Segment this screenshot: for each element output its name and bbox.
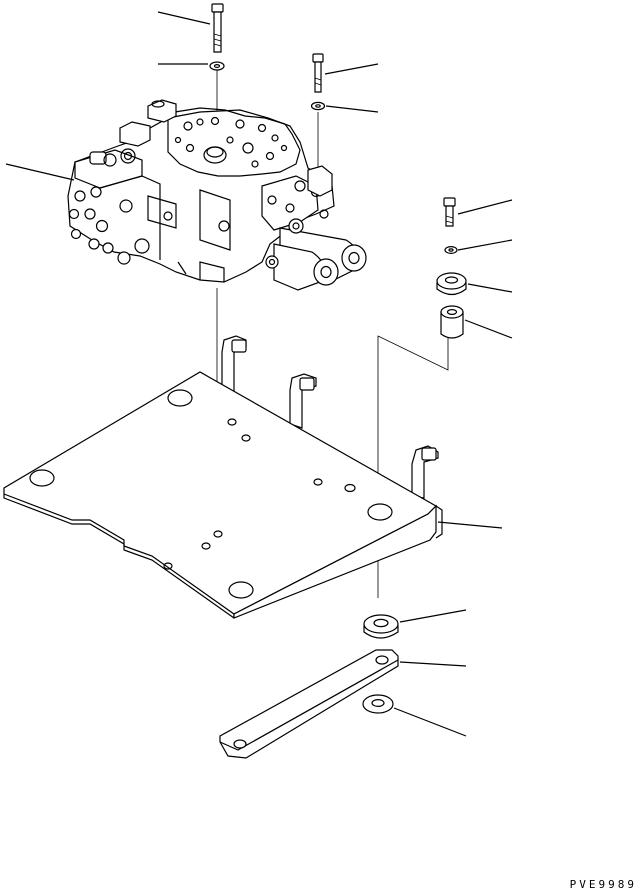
retainer-plate xyxy=(220,650,398,758)
washer-top-center xyxy=(210,62,224,70)
collar-spacer xyxy=(441,306,463,338)
washer-right xyxy=(445,247,457,254)
bolt-top-center xyxy=(212,4,223,52)
cushion-rubber-lower xyxy=(364,615,398,638)
bolt-right xyxy=(444,198,455,226)
leader-lines xyxy=(6,12,512,736)
control-valve xyxy=(68,100,366,290)
mounting-bracket xyxy=(4,336,442,618)
cushion-rubber-upper xyxy=(437,273,466,295)
washer-top-right xyxy=(312,102,325,109)
washer-lower xyxy=(363,695,393,713)
drawing-code: PVE9989 xyxy=(569,878,637,891)
bolt-top-right xyxy=(313,54,323,92)
